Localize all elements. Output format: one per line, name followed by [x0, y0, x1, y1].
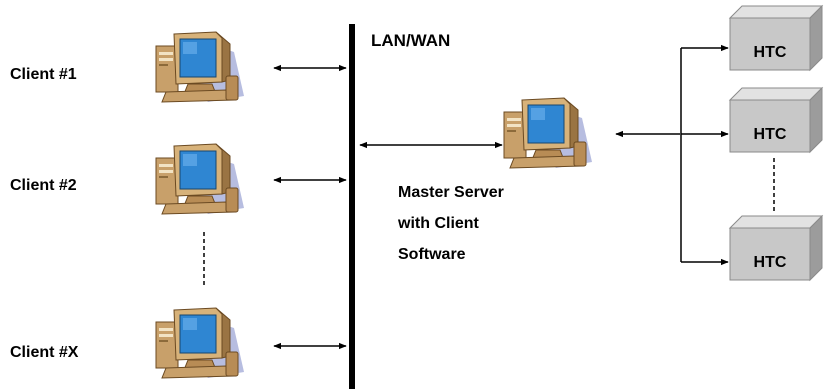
computer-icon	[155, 307, 245, 379]
master-server: Master Server with Client Software	[359, 97, 593, 263]
htc-2-label: HTC	[754, 126, 787, 143]
htc-1-label: HTC	[754, 44, 787, 61]
client-1-label: Client #1	[10, 66, 77, 83]
htc-3-label: HTC	[754, 254, 787, 271]
client-2: Client #2	[10, 143, 347, 215]
htc-unit-1: HTC	[729, 5, 823, 71]
master-server-label-line-2: with Client	[397, 215, 480, 232]
client-2-label: Client #2	[10, 177, 77, 194]
computer-icon	[155, 31, 245, 103]
client-x: Client #X	[10, 307, 347, 379]
htc-unit-2: HTC	[729, 87, 823, 153]
master-server-label-line-1: Master Server	[398, 184, 504, 201]
client-x-label: Client #X	[10, 344, 79, 361]
lan-wan-label: LAN/WAN	[371, 31, 450, 50]
computer-icon	[503, 97, 593, 169]
master-server-label-line-3: Software	[398, 246, 466, 263]
htc-unit-3: HTC	[729, 215, 823, 281]
client-1: Client #1	[10, 31, 347, 103]
computer-icon	[155, 143, 245, 215]
